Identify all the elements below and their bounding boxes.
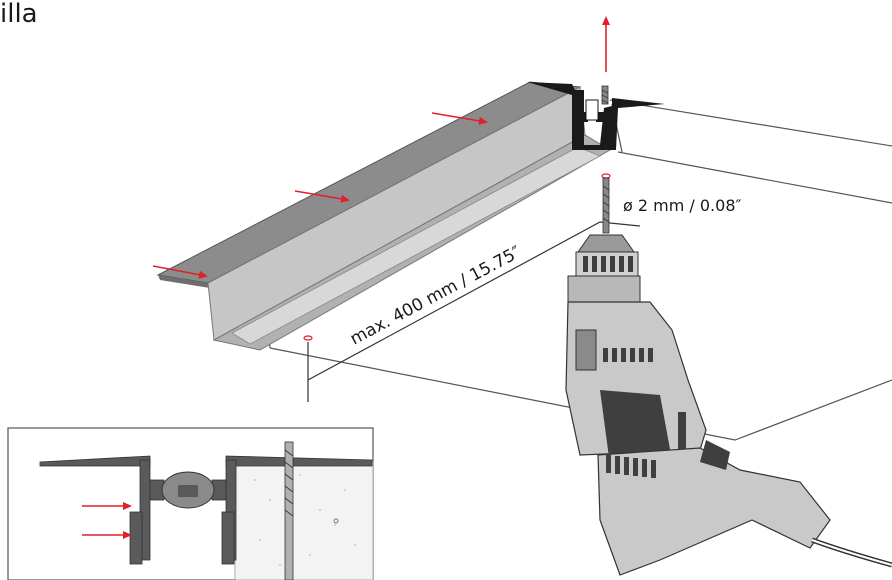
power-drill-icon xyxy=(565,177,892,576)
direction-arrow-icon xyxy=(152,16,610,279)
drill-bit-icon xyxy=(601,85,609,105)
drill-diameter-label: ø 2 mm / 0.08″ xyxy=(623,196,742,215)
title-fragment: illa xyxy=(0,0,38,29)
detail-inset xyxy=(7,427,374,580)
aluminium-profile xyxy=(156,81,665,351)
dimension-line xyxy=(307,221,641,402)
